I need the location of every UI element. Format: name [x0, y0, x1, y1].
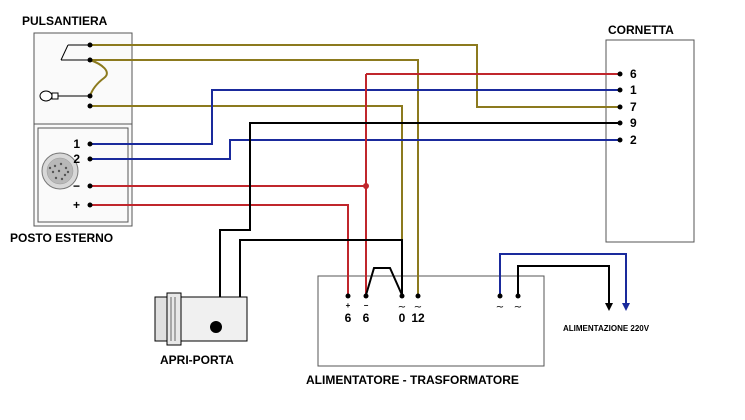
cornetta-terminal-9: 9 [630, 116, 637, 130]
alim-tilde-in-2: ~ [514, 302, 522, 313]
alim-sign-plus: + [346, 301, 351, 310]
alimentatore-label: ALIMENTATORE - TRASFORMATORE [306, 373, 519, 387]
lamp-icon [39, 90, 90, 102]
alim-terminal-0: 0 [399, 311, 406, 325]
pulsantiera-label: PULSANTIERA [22, 14, 108, 28]
posto-esterno-terminal-1: 1 [73, 137, 80, 151]
posto-esterno-terminal-minus: − [73, 179, 80, 193]
wire-red-plus [90, 204, 349, 295]
cornetta-terminal-6: 6 [630, 67, 637, 81]
terminal-dots [87, 42, 623, 303]
alim-terminal-6-minus: 6 [363, 311, 370, 325]
wiring [89, 44, 627, 305]
wire-olive-7 [90, 44, 620, 108]
wire-blue-1 [90, 89, 620, 145]
alimentatore-box [317, 275, 545, 367]
wire-black-apri [239, 239, 403, 300]
wire-mains-blue [499, 253, 627, 305]
cornetta-label: CORNETTA [608, 23, 674, 37]
cornetta-terminal-1: 1 [630, 83, 637, 97]
posto-esterno-label: POSTO ESTERNO [10, 231, 113, 245]
wire-black-9 [219, 122, 620, 300]
posto-esterno-terminal-2: 2 [73, 152, 80, 166]
cornetta-terminal-7: 7 [630, 100, 637, 114]
alim-tilde-0: ~ [398, 302, 406, 313]
alim-terminal-12: 12 [411, 311, 425, 325]
wire-olive-cross [89, 59, 108, 97]
alim-tilde-12: ~ [414, 302, 422, 313]
wire-black-bridge [365, 267, 403, 296]
wire-mains-black [517, 265, 610, 305]
wire-olive-0 [90, 105, 403, 295]
push-button-switch-icon [60, 44, 90, 61]
mains-arrows [605, 303, 630, 311]
posto-esterno-terminal-plus: + [73, 198, 80, 212]
wire-blue-2 [90, 139, 620, 160]
alimentazione-label: ALIMENTAZIONE 220V [563, 324, 650, 333]
wire-olive-12 [90, 59, 419, 295]
apri-porta-label: APRI-PORTA [160, 353, 234, 367]
junction-dot [363, 183, 369, 189]
apri-porta-device [154, 292, 248, 346]
pulsantiera-box [33, 32, 133, 125]
alim-tilde-in-1: ~ [496, 302, 504, 313]
cornetta-terminal-2: 2 [630, 133, 637, 147]
alim-terminal-6-plus: 6 [345, 311, 352, 325]
speaker-grill-icon [41, 152, 79, 190]
alim-sign-minus: − [364, 301, 369, 310]
